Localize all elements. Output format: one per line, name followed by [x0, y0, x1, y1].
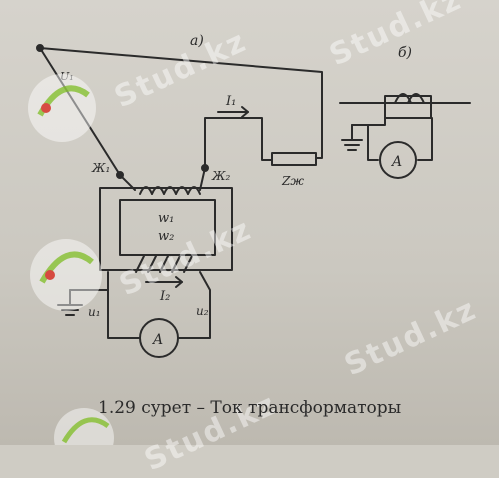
label-w1: w₁	[158, 211, 174, 226]
figure-caption: 1.29 сурет – Ток трансформаторы	[98, 398, 402, 418]
label-ammeter-a: A	[151, 332, 163, 348]
core-inner	[119, 199, 216, 256]
node-zh1	[116, 171, 124, 179]
core-outer	[99, 187, 233, 271]
secondary-ammeter-loop-right	[177, 271, 211, 339]
label-ammeter-b: A	[390, 154, 402, 170]
watermark-logo-bottom	[54, 408, 114, 445]
ground-right	[341, 124, 369, 151]
transformer-diagram: a) б) Ж₁ Ж₂ I₁ I₂ w₁ w₂ Zж u₁ u₂ A A U₁	[28, 33, 471, 445]
label-u1: u₁	[88, 305, 101, 319]
label-zh2: Ж₂	[211, 169, 230, 183]
watermark-logo-top	[28, 74, 96, 142]
node-zh2	[201, 164, 209, 172]
label-u2: u₂	[196, 304, 209, 318]
winding-b	[394, 93, 425, 104]
ground-left	[57, 289, 109, 316]
secondary-load-loop	[204, 117, 273, 169]
ammeter-a	[139, 318, 179, 358]
input-terminal	[36, 44, 44, 52]
label-i2: I₂	[159, 289, 170, 304]
load-resistor	[271, 152, 317, 166]
primary-winding	[139, 186, 201, 195]
watermark-logo-mid	[30, 239, 102, 311]
label-zh1: Ж₁	[91, 161, 110, 175]
ammeter-b	[379, 141, 417, 179]
core-b	[384, 95, 432, 119]
label-i1: I₁	[225, 94, 236, 109]
current-arrow-top	[217, 106, 249, 118]
label-part-b: б)	[398, 45, 412, 61]
label-part-a: a)	[190, 33, 204, 49]
primary-left-lead	[39, 47, 121, 176]
label-voltage-u1: U₁	[60, 70, 74, 83]
ammeter-b-loop-right	[417, 117, 433, 161]
secondary-winding	[135, 255, 193, 273]
primary-line	[39, 47, 323, 159]
label-load: Zж	[281, 174, 304, 188]
label-w2: w₂	[158, 229, 174, 244]
secondary-ammeter-loop	[107, 271, 141, 339]
ammeter-b-loop	[367, 117, 386, 161]
current-arrow-bottom	[145, 276, 183, 288]
